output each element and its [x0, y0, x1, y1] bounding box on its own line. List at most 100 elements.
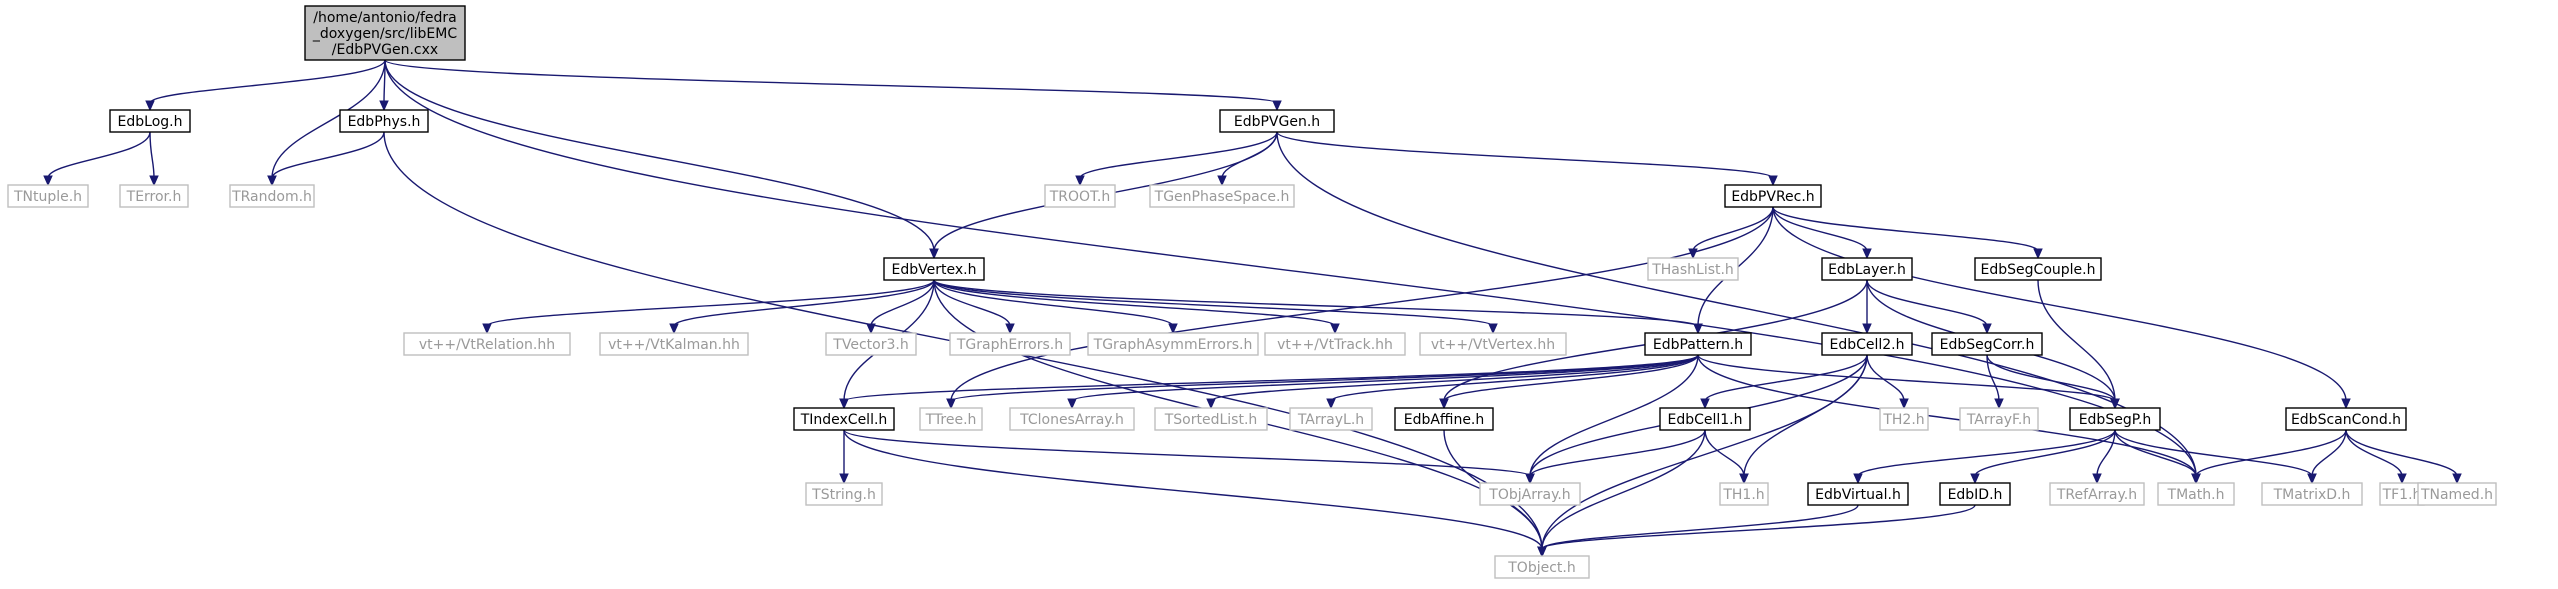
node-box [1289, 407, 1373, 431]
node-edb-scan-cond[interactable]: EdbScanCond.h [2285, 407, 2407, 431]
node-box [2049, 482, 2145, 506]
node-box [1087, 332, 1259, 356]
edge-edb-vertex-to-vt-relation [486, 279, 935, 327]
node-label: EdbVirtual.h [1815, 487, 1901, 503]
nodes-layer: /home/antonio/fedra_doxygen/src/libEMC/E… [7, 5, 2497, 579]
node-box [1821, 257, 1913, 281]
node-label: EdbAffine.h [1404, 412, 1485, 428]
node-label: TString.h [811, 487, 876, 503]
node-box [825, 332, 917, 356]
node-edb-cell2[interactable]: EdbCell2.h [1821, 332, 1913, 356]
arrowhead-edb-pattern-to-edb-affine [1439, 398, 1449, 410]
node-box [1939, 482, 2011, 506]
node-vt-relation: vt++/VtRelation.hh [403, 332, 571, 356]
node-label: EdbPVGen.h [1234, 114, 1320, 130]
node-vt-kalman: vt++/VtKalman.hh [599, 332, 749, 356]
arrowhead-edb-pattern-to-tarray-l [1326, 398, 1336, 410]
node-edb-pattern[interactable]: EdbPattern.h [1644, 332, 1752, 356]
node-edb-seg-couple[interactable]: EdbSegCouple.h [1974, 257, 2102, 281]
node-edb-log[interactable]: EdbLog.h [109, 109, 191, 133]
node-tntuple: TNtuple.h [7, 184, 89, 208]
node-box [1149, 184, 1295, 208]
arrowhead-edb-pvrec-to-edb-seg-couple [2033, 248, 2043, 260]
edge-edb-seg-p-to-tmatrix-d [2114, 429, 2313, 477]
edge-edb-scan-cond-to-tmatrix-d [2311, 429, 2347, 477]
node-tindex-cell[interactable]: TIndexCell.h [793, 407, 895, 431]
arrowhead-edb-pattern-to-tsorted-list [1206, 398, 1216, 410]
edge-edb-vertex-to-tvector3 [870, 279, 935, 327]
edge-edb-pvgen-to-edb-pvrec [1276, 131, 1774, 179]
edge-edb-pattern-to-tsorted-list [1210, 354, 1699, 402]
node-edb-seg-corr[interactable]: EdbSegCorr.h [1931, 332, 2043, 356]
edge-edb-pvrec-to-edb-seg-couple [1772, 206, 2039, 252]
arrowhead-edb-pvgen-to-edb-vertex [929, 248, 939, 260]
node-box [883, 257, 985, 281]
node-edb-virtual[interactable]: EdbVirtual.h [1807, 482, 1909, 506]
edge-edb-vertex-to-edb-pattern [933, 279, 1699, 327]
arrowhead-edb-scan-cond-to-tf1 [2397, 473, 2407, 485]
edge-edb-pattern-to-tobj-array [1529, 354, 1699, 477]
node-label: EdbCell1.h [1667, 412, 1742, 428]
edge-tindex-cell-to-tobj-array [843, 429, 1531, 477]
node-box [1479, 482, 1581, 506]
node-edb-id[interactable]: EdbID.h [1939, 482, 2011, 506]
edge-edb-pattern-to-edb-seg-p [1697, 354, 2116, 402]
node-label: TMatrixD.h [2273, 487, 2351, 503]
node-label: TNtuple.h [13, 189, 82, 205]
node-edb-seg-p[interactable]: EdbSegP.h [2069, 407, 2161, 431]
arrowhead-edb-id-to-tobject [1537, 546, 1547, 558]
node-box [2069, 407, 2161, 431]
node-terror: TError.h [119, 184, 189, 208]
arrowhead-edb-cell2-to-edb-cell1 [1700, 398, 1710, 410]
arrowhead-edb-seg-p-to-edb-id [1970, 473, 1980, 485]
node-tmath: TMath.h [2157, 482, 2235, 506]
node-label: TH2.h [1882, 412, 1924, 428]
node-label: TGraphAsymmErrors.h [1093, 337, 1253, 353]
node-edb-pvgen[interactable]: EdbPVGen.h [1219, 109, 1335, 133]
node-label-line: /home/antonio/fedra [313, 10, 456, 26]
node-box [229, 184, 315, 208]
node-root-edbpvgen-cxx[interactable]: /home/antonio/fedra_doxygen/src/libEMC/E… [304, 5, 466, 61]
edge-tindex-cell-to-tobject [843, 429, 1543, 550]
node-tf1: TF1.h [2379, 482, 2425, 506]
edge-edb-seg-p-to-edb-id [1974, 429, 2116, 477]
node-edb-pvrec[interactable]: EdbPVRec.h [1724, 184, 1822, 208]
node-box [1044, 184, 1116, 208]
edge-edb-log-to-tntuple [47, 131, 151, 179]
edge-edb-scan-cond-to-tmath [2195, 429, 2347, 477]
arrowhead-edb-seg-corr-to-tarray-f [1994, 398, 2004, 410]
node-label: TArrayL.h [1297, 412, 1364, 428]
edge-edb-pattern-to-edb-affine [1443, 354, 1699, 402]
node-label: EdbID.h [1948, 487, 2003, 503]
node-tobject: TObject.h [1494, 555, 1590, 579]
node-box [304, 5, 466, 61]
node-edb-vertex[interactable]: EdbVertex.h [883, 257, 985, 281]
node-edb-layer[interactable]: EdbLayer.h [1821, 257, 1913, 281]
node-box [1644, 332, 1752, 356]
node-box [1154, 407, 1268, 431]
node-box [1959, 407, 2039, 431]
arrowhead-edb-vertex-to-vt-relation [482, 323, 492, 335]
arrowhead-edb-pattern-to-ttree [946, 398, 956, 410]
arrowhead-edb-scan-cond-to-tnamed [2452, 473, 2462, 485]
node-label: TF1.h [2382, 487, 2422, 503]
arrowhead-edb-pvrec-to-edb-layer [1862, 248, 1872, 260]
edge-edb-phys-to-trandom [271, 131, 385, 179]
arrowhead-edb-vertex-to-vt-track [1330, 323, 1340, 335]
node-tnamed: TNamed.h [2417, 482, 2497, 506]
arrowhead-edb-phys-to-trandom [267, 175, 277, 187]
node-box [1494, 555, 1590, 579]
node-label: TObject.h [1507, 560, 1575, 576]
node-ttree: TTree.h [919, 407, 983, 431]
node-edb-affine[interactable]: EdbAffine.h [1394, 407, 1494, 431]
edge-edb-pvrec-to-thash-list [1692, 206, 1774, 252]
node-box [1821, 332, 1913, 356]
node-edb-cell1[interactable]: EdbCell1.h [1659, 407, 1751, 431]
edge-edb-cell1-to-tobject [1541, 429, 1706, 550]
edge-edb-pattern-to-tclones-array [1071, 354, 1699, 402]
node-tref-array: TRefArray.h [2049, 482, 2145, 506]
arrowhead-edb-log-to-tntuple [43, 175, 53, 187]
node-edb-phys[interactable]: EdbPhys.h [339, 109, 429, 133]
edge-edb-seg-corr-to-edb-seg-p [1986, 354, 2116, 402]
edge-root-to-tmath [384, 59, 2197, 477]
